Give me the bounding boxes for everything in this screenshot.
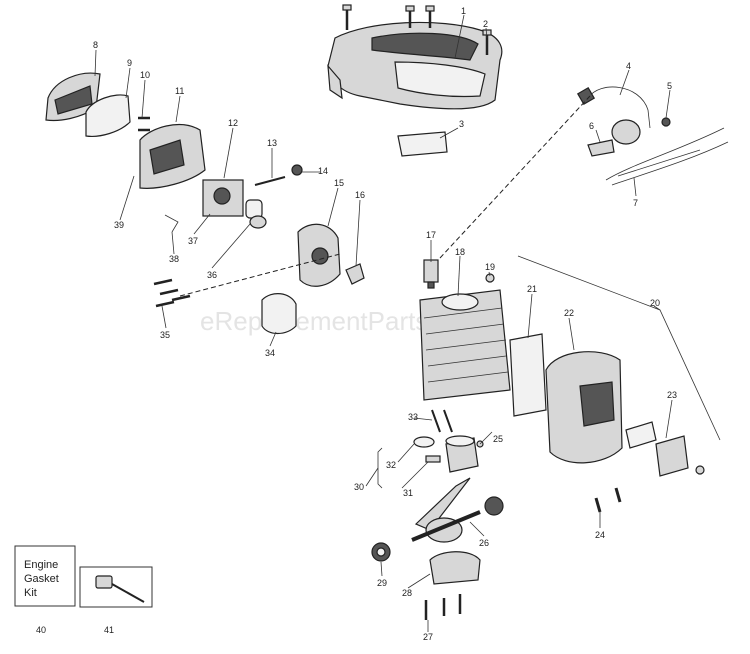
callout-30: 30 [354,482,364,492]
callout-5: 5 [667,81,672,91]
callout-10: 10 [140,70,150,80]
assembly-line-1 [179,253,341,297]
gasket-21 [509,333,547,417]
callout-18: 18 [455,247,465,257]
nut-23 [695,465,705,475]
callout-3: 3 [459,119,464,129]
callout-16: 16 [355,190,365,200]
callout-12: 12 [228,118,238,128]
gasket-34 [261,293,297,335]
callout-33: 33 [408,412,418,422]
callout-40: 40 [36,625,46,635]
muffler [545,351,623,464]
boot-16 [345,263,365,285]
callout-17: 17 [426,230,436,240]
air-filter [85,94,131,137]
spring-38 [164,214,179,233]
callout-7: 7 [633,198,638,208]
callout-32: 32 [386,460,396,470]
nut-19 [485,273,495,283]
callout-36: 36 [207,270,217,280]
crankshaft [411,477,504,543]
spark-plug [423,259,439,289]
filter-pad [397,131,448,157]
cylinder [419,289,511,401]
callout-20: 20 [650,298,660,308]
callout-21: 21 [527,284,537,294]
rod [254,176,286,186]
bearing-29 [371,542,391,562]
ignition-coil [576,86,729,186]
gasket-kit-line2: Gasket [24,573,59,585]
callout-11: 11 [175,86,184,96]
callout-2: 2 [483,19,488,29]
callout-15: 15 [334,178,344,188]
callout-6: 6 [589,121,594,131]
gasket-kit-box [14,545,76,607]
callout-1: 1 [461,6,466,16]
callout-31: 31 [403,488,413,498]
callout-38: 38 [169,254,179,264]
tool-41 [95,575,145,603]
carburetor [202,179,244,217]
ring-32 [413,436,435,448]
top-cover [327,21,503,110]
screen-23 [625,421,657,449]
callout-39: 39 [114,220,124,230]
callout-numbers: 1 2 3 4 5 6 7 8 9 10 11 12 13 14 15 16 1… [36,6,677,642]
callout-24: 24 [595,530,605,540]
callout-26: 26 [479,538,489,548]
air-filter-cover [45,72,101,122]
callout-4: 4 [626,61,631,71]
pin-31 [425,455,441,463]
callout-27: 27 [423,632,433,642]
studs-33 [431,409,453,433]
filter-base [139,123,206,189]
leader-lines [94,14,673,632]
callout-41: 41 [104,625,114,635]
callout-8: 8 [93,40,98,50]
intake-manifold [297,223,341,287]
callout-29: 29 [377,578,387,588]
bracket-30 [377,447,383,489]
callout-25: 25 [493,434,503,444]
callout-22: 22 [564,308,574,318]
callout-9: 9 [127,58,132,68]
gasket-36 [249,215,267,229]
callout-19: 19 [485,262,495,272]
filter-screws [138,116,150,132]
callout-14: 14 [318,166,328,176]
screws-35 [153,278,191,308]
callout-34: 34 [265,348,275,358]
crankcase-bottom [429,551,481,585]
screws-27 [424,594,462,620]
callout-28: 28 [402,588,412,598]
gasket-kit-line1: Engine [24,559,58,571]
screws-24 [594,487,622,513]
fitting [291,164,303,176]
callout-23: 23 [667,390,677,400]
piston [445,435,479,473]
gasket-kit-line3: Kit [24,587,37,599]
assembly-line-2 [439,95,591,259]
callout-35: 35 [160,330,170,340]
spacer [245,199,263,219]
callout-37: 37 [188,236,198,246]
muffler-cover [655,435,689,477]
callout-13: 13 [267,138,277,148]
